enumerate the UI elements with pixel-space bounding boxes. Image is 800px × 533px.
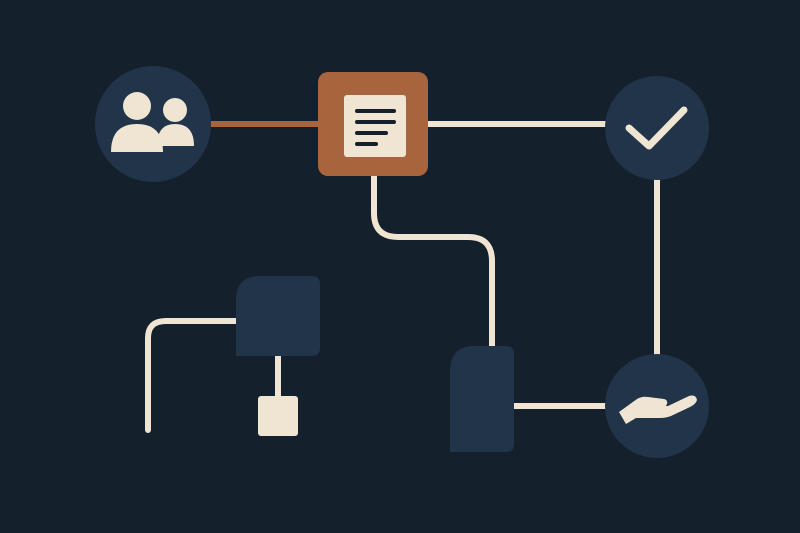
approval-circle xyxy=(605,76,709,180)
folder-bottom-block xyxy=(450,346,514,452)
folder-top-block xyxy=(236,276,320,356)
users-circle xyxy=(95,66,211,182)
users-icon xyxy=(111,92,194,152)
small-box xyxy=(258,396,298,436)
checkmark-icon xyxy=(625,106,688,150)
connectors xyxy=(145,121,660,433)
connector-document-folder xyxy=(371,171,495,355)
document-node xyxy=(318,72,428,176)
document-icon xyxy=(344,95,406,157)
hand-icon xyxy=(619,395,697,424)
users-node xyxy=(95,66,211,182)
payment-node xyxy=(605,354,709,458)
connector-side-branch xyxy=(145,318,243,433)
document-lines xyxy=(355,109,396,146)
approval-node xyxy=(605,76,709,180)
